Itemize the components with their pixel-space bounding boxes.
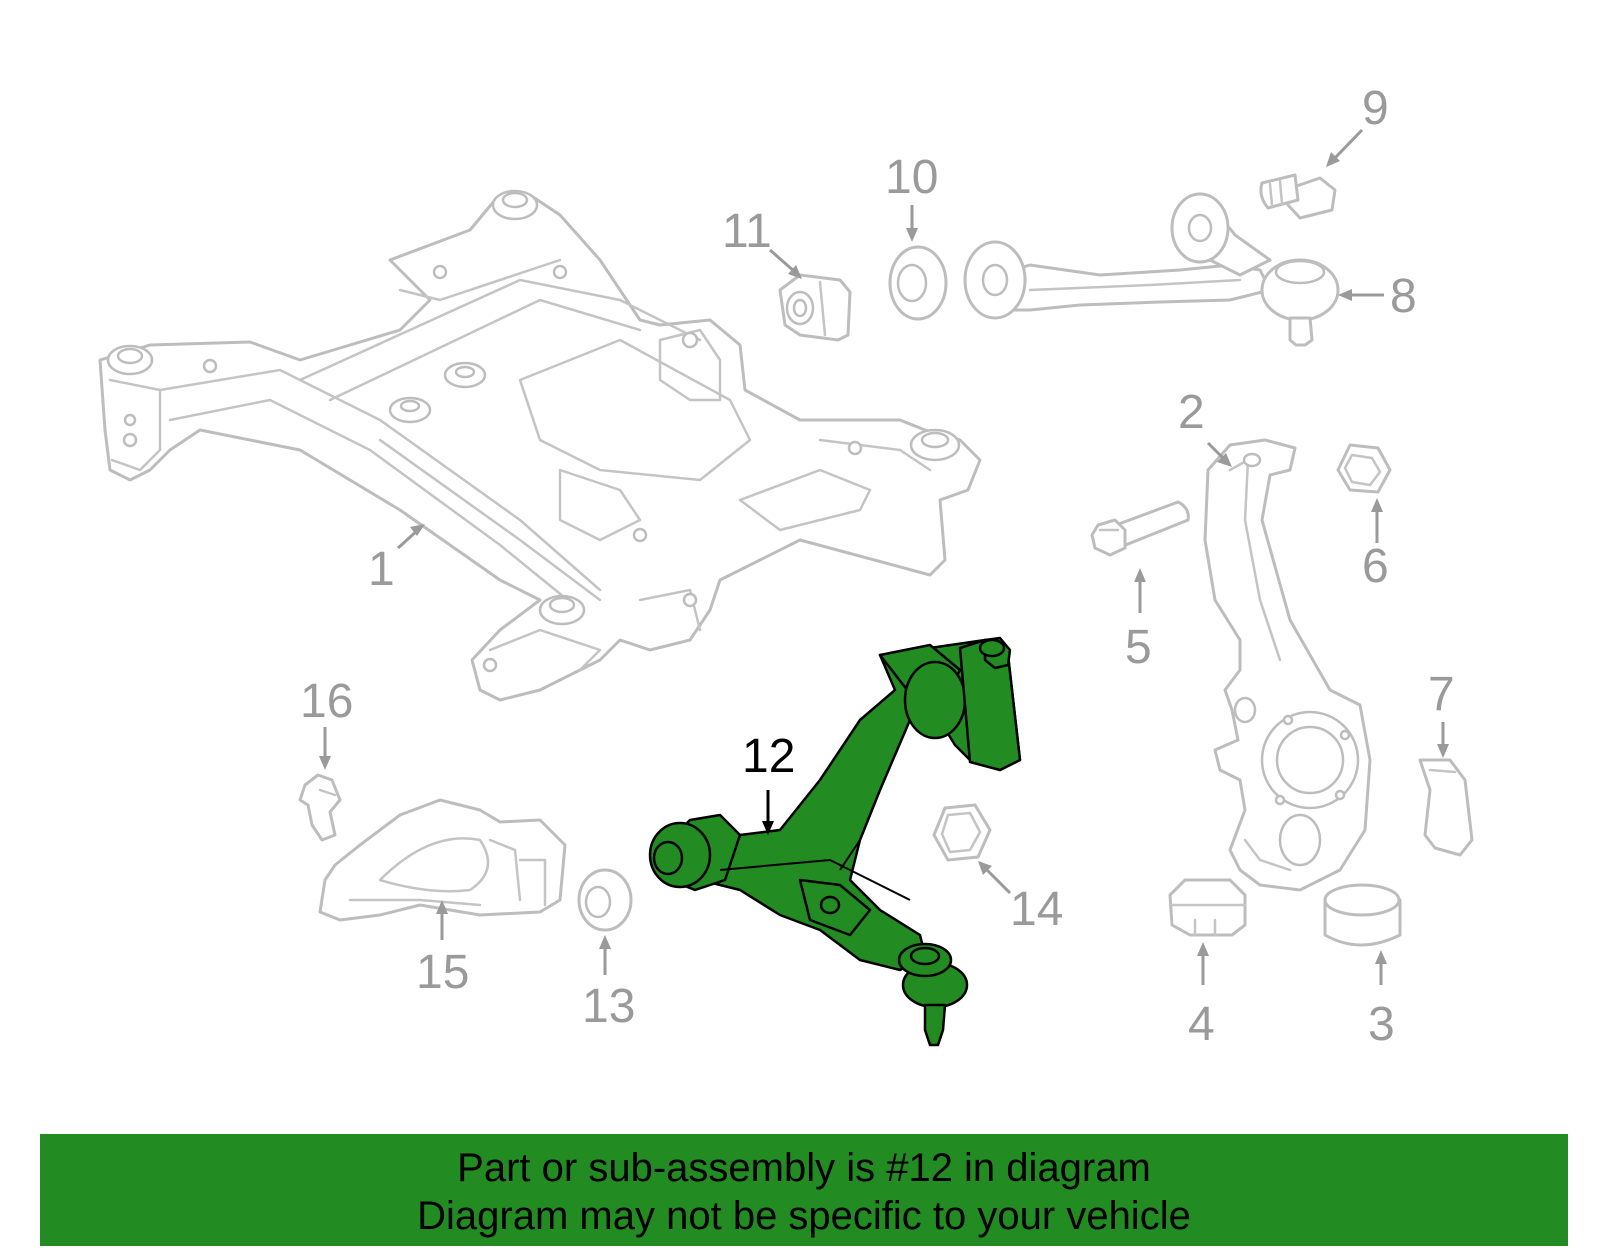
part-6-nut[interactable] (1336, 443, 1392, 494)
callout-5: 5 (1125, 621, 1152, 674)
part-15-shield[interactable] (318, 798, 567, 922)
callout-14: 14 (1010, 883, 1063, 936)
callout-3: 3 (1368, 998, 1395, 1051)
callout-2: 2 (1178, 386, 1205, 439)
callout-arrows (319, 128, 1449, 985)
part-7-shield[interactable] (1418, 758, 1474, 857)
callout-15: 15 (416, 946, 469, 999)
banner-line-1: Part or sub-assembly is #12 in diagram (457, 1146, 1151, 1190)
banner-line-2: Diagram may not be specific to your vehi… (417, 1194, 1191, 1238)
part-8-upper-arm[interactable] (963, 192, 1340, 347)
callout-12: 12 (742, 730, 795, 783)
callout-9: 9 (1362, 82, 1389, 135)
part-12-lower-control-arm[interactable] (648, 636, 1022, 1047)
callout-11: 11 (722, 205, 772, 258)
part-16-clip[interactable] (298, 773, 342, 842)
info-banner: Part or sub-assembly is #12 in diagram D… (40, 1134, 1568, 1246)
part-9-bolt[interactable] (1259, 173, 1337, 220)
callout-10: 10 (885, 151, 938, 204)
part-11-bracket[interactable] (778, 273, 852, 342)
part-5-bolt[interactable] (1090, 500, 1190, 557)
part-2-steering-knuckle[interactable] (1203, 438, 1372, 892)
callout-labels: 1 2 3 4 5 6 7 8 9 10 11 12 13 14 15 16 (300, 82, 1455, 1051)
callout-1: 1 (368, 543, 395, 596)
part-10-bushing[interactable] (888, 245, 948, 321)
part-14-nut[interactable] (932, 803, 992, 862)
callout-13: 13 (582, 980, 635, 1033)
callout-4: 4 (1188, 998, 1215, 1051)
part-3-cap[interactable] (1323, 883, 1402, 947)
callout-16: 16 (300, 675, 353, 728)
part-4-nut[interactable] (1168, 878, 1247, 937)
callout-8: 8 (1390, 270, 1417, 323)
part-13-bushing[interactable] (577, 868, 633, 932)
callout-7: 7 (1428, 668, 1455, 721)
part-1-subframe[interactable] (98, 189, 982, 702)
callout-6: 6 (1362, 540, 1389, 593)
